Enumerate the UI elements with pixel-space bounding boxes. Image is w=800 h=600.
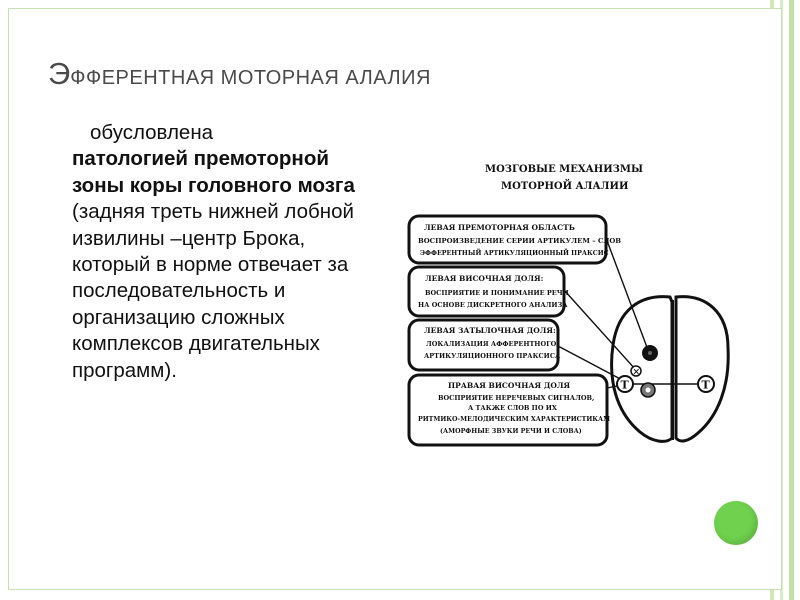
diagram-box-line: ЛОКАЛИЗАЦИЯ АФФЕРЕНТНОГО	[426, 340, 557, 348]
diagram-box-title: ПРАВАЯ ВИСОЧНАЯ ДОЛЯ	[448, 381, 571, 390]
t-marker-left-label: Т	[621, 379, 630, 392]
diagram-box-title: ЛЕВАЯ ВИСОЧНАЯ ДОЛЯ:	[425, 274, 544, 283]
diagram-box-title: ЛЕВАЯ ЗАТЫЛОЧНАЯ ДОЛЯ:	[424, 326, 556, 335]
diagram-box-line: ВОСПРИЯТИЕ НЕРЕЧЕВЫХ СИГНАЛОВ,	[438, 394, 594, 402]
diagram-box	[407, 318, 560, 372]
diagram-box-line: ЭФФЕРЕНТНЫЙ АРТИКУЛЯЦИОННЫЙ ПРАКСИС	[420, 249, 609, 257]
diagram-box-line: ВОСПРОИЗВЕДЕНИЕ СЕРИИ АРТИКУЛЕМ – СЛОВ	[418, 237, 621, 245]
slide-title: ЭФФЕРЕНТНАЯ МОТОРНАЯ АЛАЛИЯ	[48, 56, 431, 92]
diagram-box-line: АРТИКУЛЯЦИОННОГО ПРАКСИСА	[424, 352, 561, 360]
accent-circle	[714, 501, 758, 545]
diagram-box	[407, 373, 609, 447]
body-intro: обусловлена	[90, 121, 214, 144]
cross-marker	[630, 365, 642, 377]
diagram-box-line: ВОСПРИЯТИЕ И ПОНИМАНИЕ РЕЧИ	[425, 289, 569, 297]
hatched-marker-inner	[645, 387, 651, 393]
t-marker-right	[697, 375, 715, 393]
brain-diagram: МОЗГОВЫЕ МЕХАНИЗМЫ МОТОРНОЙ АЛАЛИИ ЛЕВАЯ…	[407, 164, 730, 447]
diagram-box-line: (АМОРФНЫЕ ЗВУКИ РЕЧИ И СЛОВА)	[440, 428, 582, 435]
diagram-box-line: РИТМИКО-МЕЛОДИЧЕСКИМ ХАРАКТЕРИСТИКАМ	[418, 416, 610, 423]
body-bold: патологией премоторной зоны коры головно…	[72, 147, 355, 197]
t-marker-left	[616, 375, 634, 393]
title-first-letter: Э	[48, 56, 71, 91]
marker-dot	[648, 351, 652, 355]
brain-hemisphere-left	[610, 295, 674, 443]
body-rest: (задняя треть нижней лобной извилины –це…	[72, 200, 354, 382]
brain-hemisphere-right	[674, 295, 730, 443]
diagram-heading-line1: МОЗГОВЫЕ МЕХАНИЗМЫ	[485, 164, 643, 175]
diagram-heading-line2: МОТОРНОЙ АЛАЛИИ	[501, 179, 628, 192]
connector-line	[557, 345, 627, 383]
decorative-stripe	[789, 0, 794, 600]
diagram-box-line: А ТАКЖЕ СЛОВ ПО ИХ	[468, 404, 558, 412]
t-marker-right-label: Т	[702, 379, 711, 392]
cross-marker-label: ×	[633, 368, 641, 378]
connector-line	[605, 237, 649, 351]
diagram-box-title: ЛЕВАЯ ПРЕМОТОРНАЯ ОБЛАСТЬ	[424, 223, 575, 232]
title-rest: ФФЕРЕНТНАЯ МОТОРНАЯ АЛАЛИЯ	[70, 67, 431, 89]
body-text: обусловлена патологией премоторной зоны …	[72, 120, 357, 384]
connector-line	[563, 289, 637, 371]
diagram-box	[407, 265, 566, 318]
diagram-box-line: НА ОСНОВЕ ДИСКРЕТНОГО АНАЛИЗА	[418, 301, 568, 309]
